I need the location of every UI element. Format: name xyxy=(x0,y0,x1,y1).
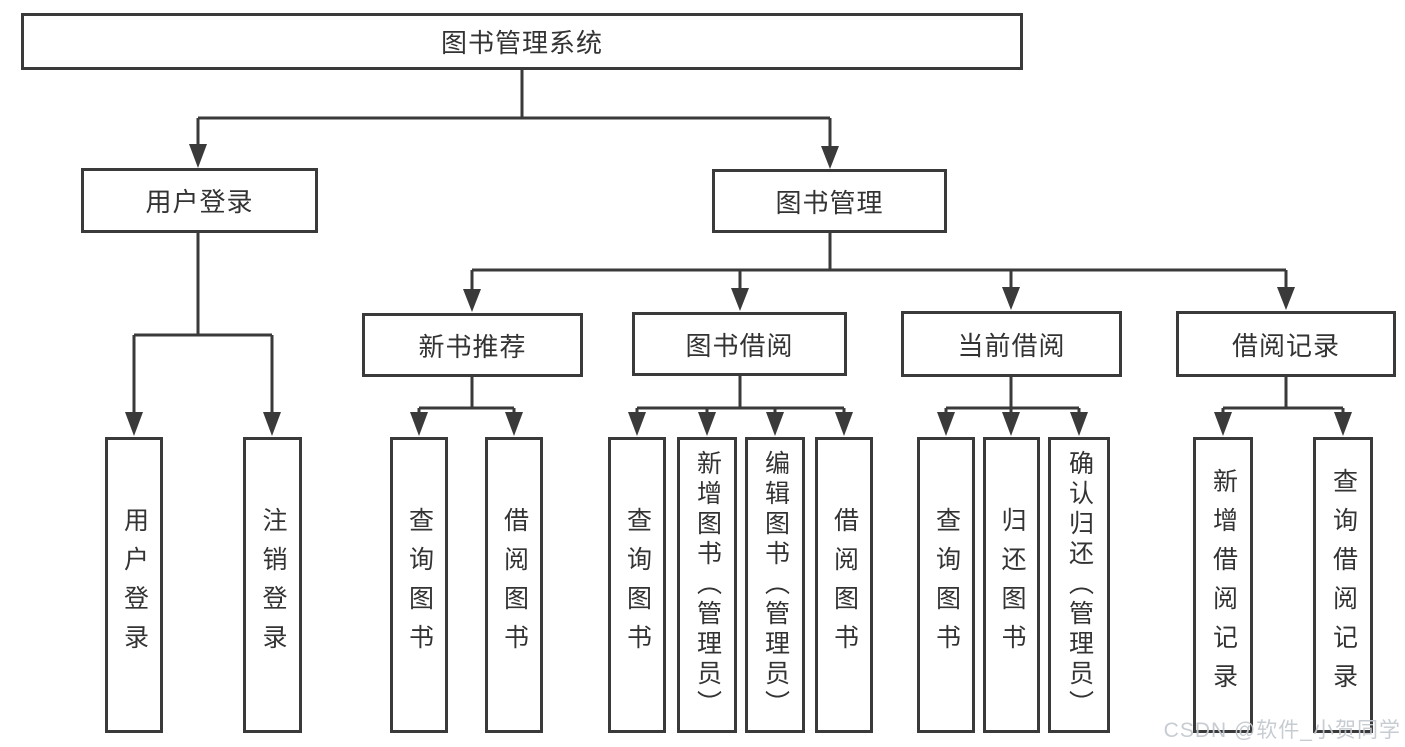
arrow-down-icon xyxy=(821,146,839,169)
arrow-down-icon xyxy=(731,288,749,311)
leaf-query-books-3: 查询图书 xyxy=(917,437,975,733)
arrow-down-icon xyxy=(1002,412,1020,436)
arrow-down-icon xyxy=(1002,287,1020,310)
node-new-book-recommend: 新书推荐 xyxy=(362,313,583,377)
leaf-confirm-return-admin: 确认归还（管理员） xyxy=(1048,437,1110,733)
connector-borrowrecords-to-leaves xyxy=(1221,376,1345,413)
arrow-down-icon xyxy=(463,289,481,312)
arrow-down-icon xyxy=(766,412,784,436)
arrow-down-icon xyxy=(1214,412,1232,436)
node-user-login: 用户登录 xyxy=(81,168,318,233)
leaf-edit-books-admin: 编辑图书（管理员） xyxy=(745,437,805,733)
node-book-management: 图书管理 xyxy=(712,169,947,233)
arrow-down-icon xyxy=(505,412,523,436)
leaf-query-books-1: 查询图书 xyxy=(390,437,448,733)
arrow-down-icon xyxy=(835,412,853,436)
node-root-system: 图书管理系统 xyxy=(21,13,1023,70)
csdn-watermark: CSDN @软件_小贺同学 xyxy=(1163,719,1401,742)
arrow-down-icon xyxy=(410,412,428,436)
arrow-down-icon xyxy=(1070,412,1088,436)
leaf-logout: 注销登录 xyxy=(243,437,302,733)
arrow-down-icon xyxy=(263,412,281,436)
arrow-down-icon xyxy=(125,412,143,436)
arrow-down-icon xyxy=(1334,412,1352,436)
leaf-add-books-admin: 新增图书（管理员） xyxy=(677,437,737,733)
connector-userlogin-to-leaves xyxy=(132,232,274,413)
leaf-borrow-books-1: 借阅图书 xyxy=(485,437,543,733)
leaf-query-books-2: 查询图书 xyxy=(608,437,666,733)
connector-root-to-level2 xyxy=(196,70,832,147)
connector-bookmgmt-to-level3 xyxy=(470,232,1288,290)
leaf-borrow-books-2: 借阅图书 xyxy=(815,437,873,733)
leaf-add-borrow-record: 新增借阅记录 xyxy=(1193,437,1253,733)
connector-bookborrow-to-leaves xyxy=(635,375,846,413)
node-current-borrow: 当前借阅 xyxy=(901,311,1122,377)
leaf-query-borrow-record: 查询借阅记录 xyxy=(1313,437,1373,733)
arrow-down-icon xyxy=(628,412,646,436)
node-borrow-records: 借阅记录 xyxy=(1176,311,1396,377)
leaf-user-login: 用户登录 xyxy=(105,437,163,733)
arrow-down-icon xyxy=(1277,287,1295,310)
arrow-down-icon xyxy=(698,412,716,436)
connector-currentborrow-to-leaves xyxy=(944,376,1081,413)
leaf-return-books: 归还图书 xyxy=(983,437,1040,733)
node-book-borrow: 图书借阅 xyxy=(632,312,847,376)
arrow-down-icon xyxy=(937,412,955,436)
connector-newbookrec-to-leaves xyxy=(417,376,516,413)
arrow-down-icon xyxy=(189,144,207,168)
